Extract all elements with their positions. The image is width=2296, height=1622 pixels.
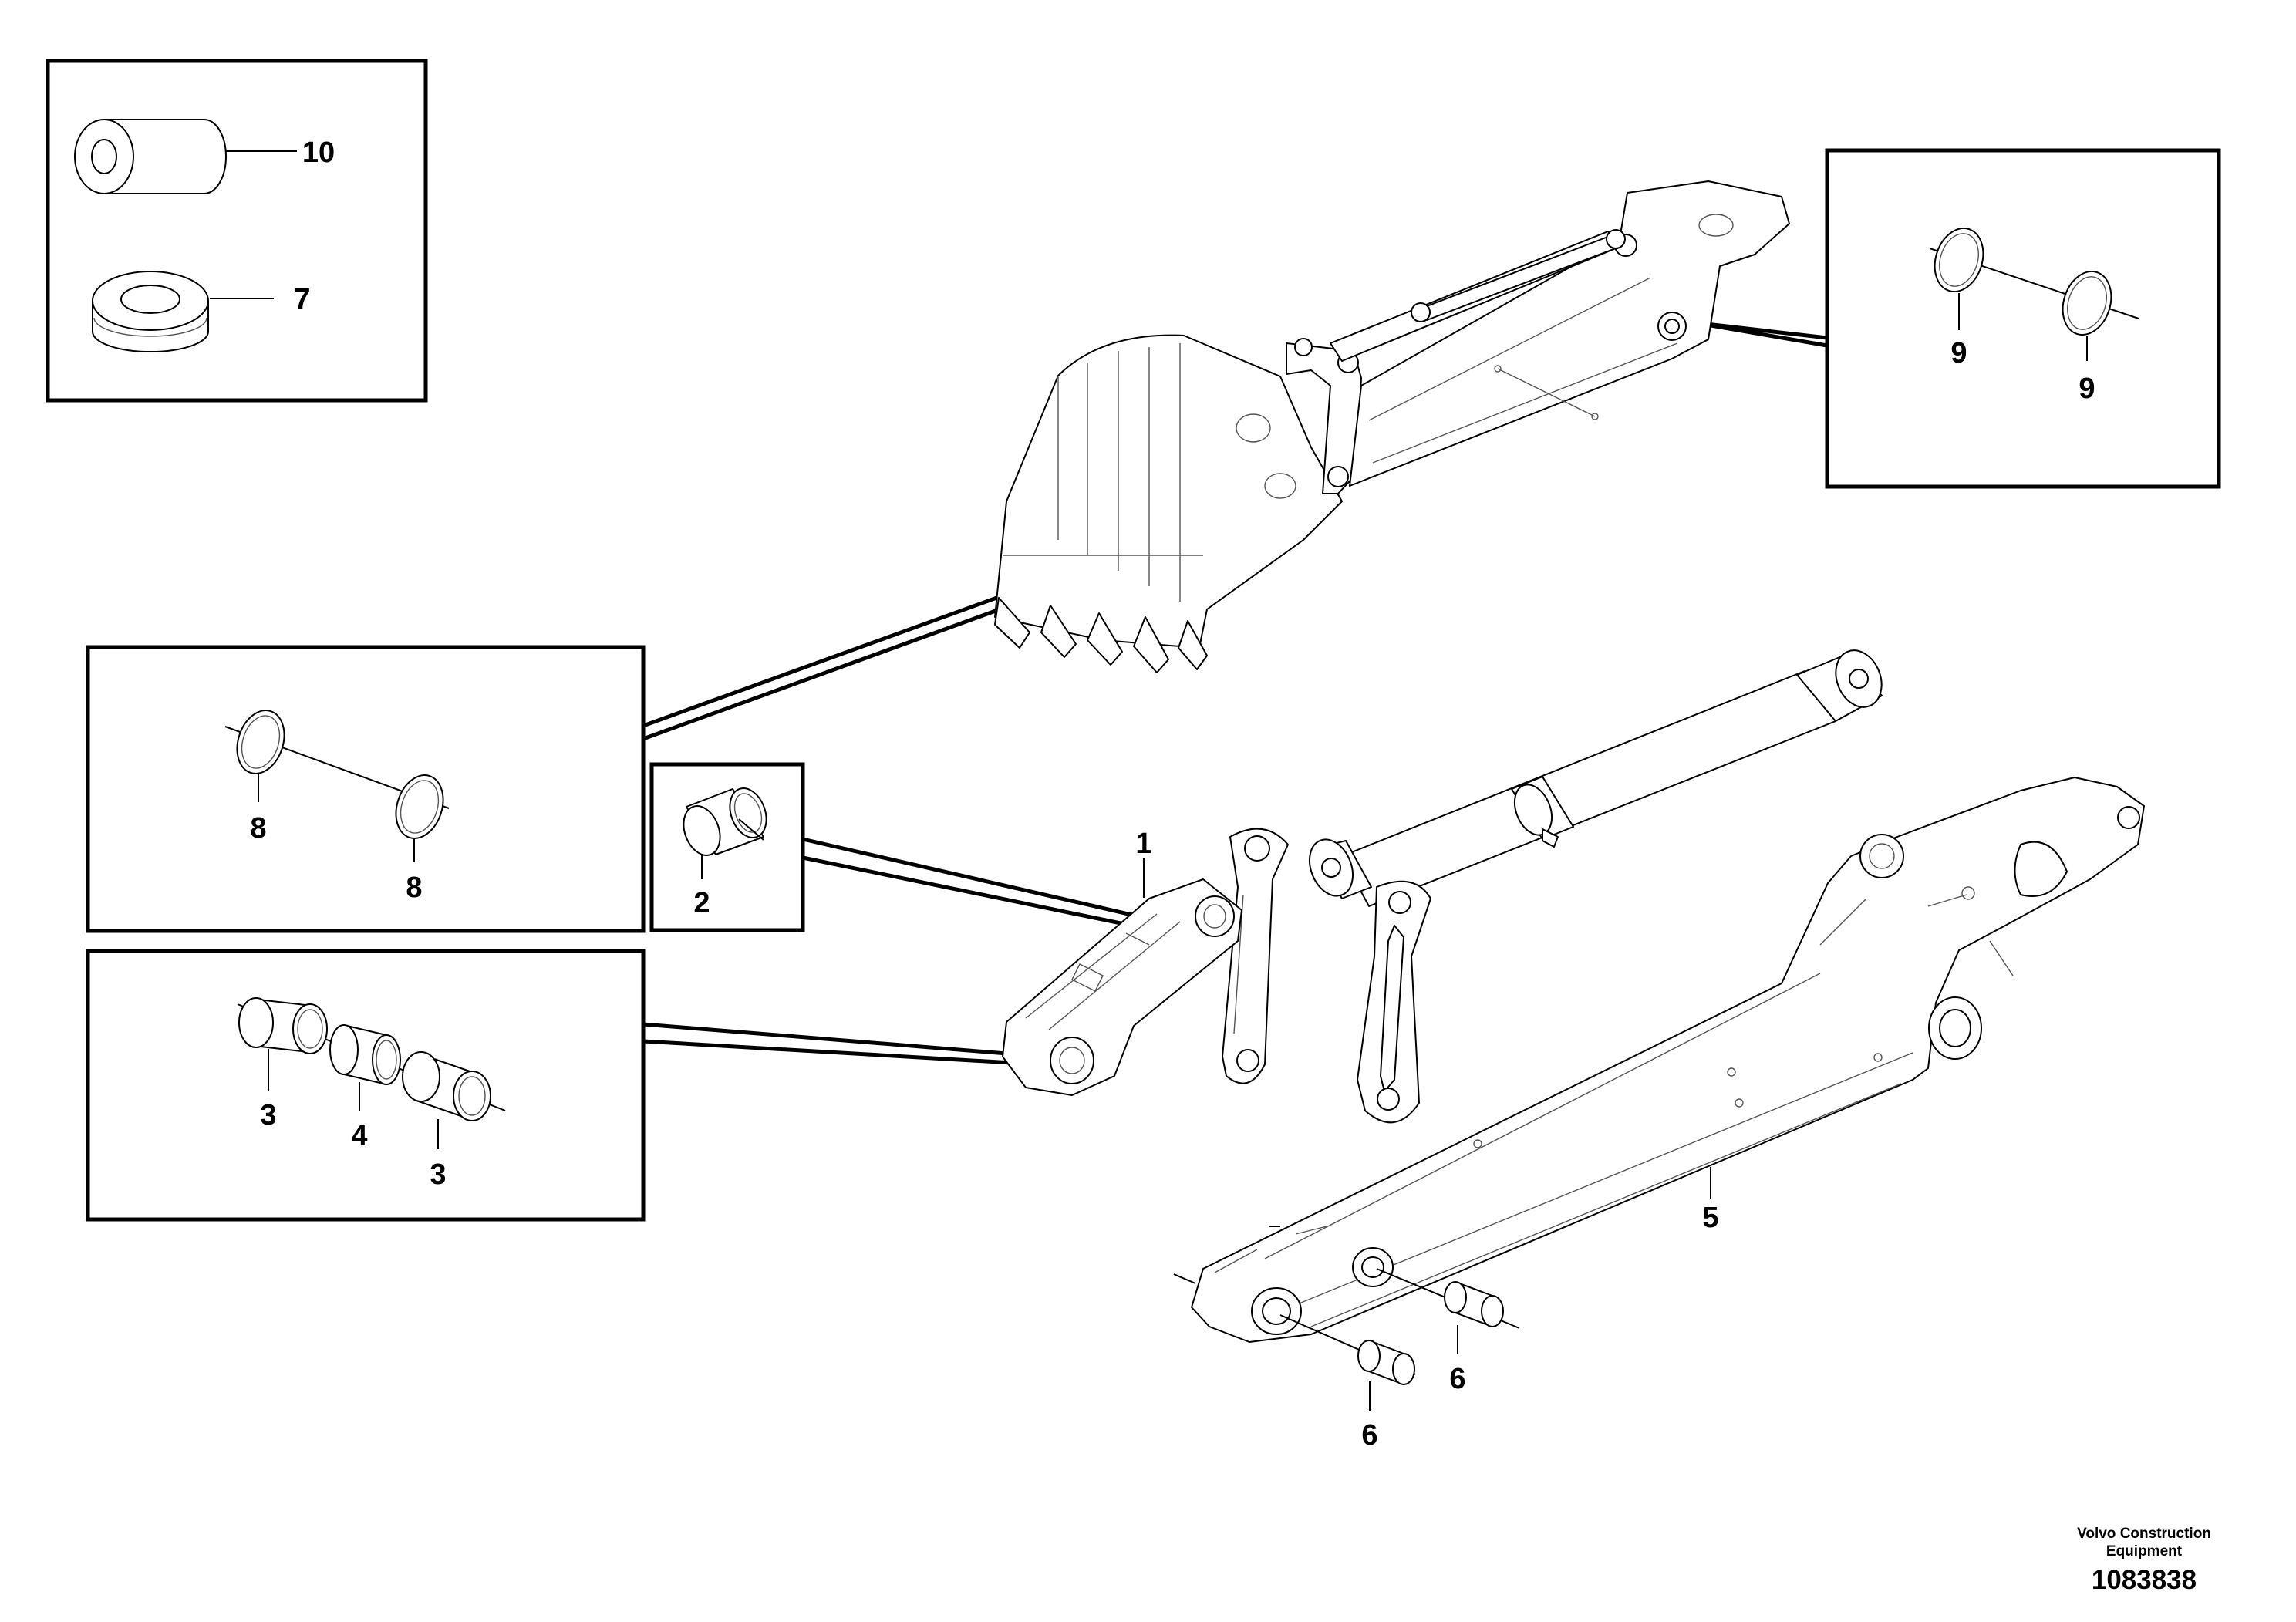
detail-connectors (642, 320, 1828, 1068)
document-number: 1083838 (2092, 1565, 2197, 1595)
callout-9-a: 9 (1950, 337, 1967, 369)
callout-10: 10 (302, 137, 335, 169)
bucket-cylinder (1330, 229, 1626, 362)
ring-part-8-b (395, 774, 444, 839)
arm-and-bucket-assembly (994, 180, 1790, 673)
company-name-line-2: Equipment (2106, 1543, 2183, 1560)
link-rods (1222, 828, 1431, 1124)
detail-box-3-4: 3 4 3 (86, 949, 646, 1222)
callout-5: 5 (1702, 1202, 1718, 1234)
detail-box-8: 8 8 (86, 645, 646, 933)
callout-6-b: 6 (1449, 1363, 1465, 1395)
company-name-line-1: Volvo Construction (2077, 1526, 2211, 1542)
seal-part-7 (92, 271, 209, 352)
boom-cylinder (1309, 649, 1883, 907)
bushing-part-3-a (238, 997, 328, 1054)
arm (1349, 180, 1790, 487)
ring-part-9-b (2062, 270, 2112, 336)
detail-box-2: 2 (649, 762, 805, 932)
boom-part-5 (1191, 777, 2145, 1343)
spacer-part-4 (329, 1024, 401, 1085)
ring-part-8-a (236, 710, 285, 774)
bushing-part-10 (74, 119, 227, 194)
callout-8-a: 8 (250, 812, 266, 845)
callout-7: 7 (294, 283, 310, 315)
bucket (994, 334, 1343, 673)
callout-3-b: 3 (430, 1158, 446, 1191)
footer: Volvo Construction Equipment 1083838 (2077, 1526, 2211, 1595)
detail-box-9: 9 9 (1825, 148, 2221, 489)
bushing-part-6-b (1376, 1268, 1520, 1329)
ring-part-9-a (1934, 227, 1984, 293)
callout-4: 4 (351, 1120, 367, 1152)
callout-3-a: 3 (260, 1099, 276, 1131)
callout-8-b: 8 (406, 872, 422, 904)
bushing-part-6-a (1279, 1314, 1416, 1385)
callout-6-a: 6 (1361, 1419, 1377, 1452)
bushing-part-2 (683, 787, 767, 856)
detail-box-10-7: 10 7 (46, 59, 428, 403)
callout-2: 2 (693, 887, 710, 919)
bushing-part-3-b (402, 1051, 491, 1121)
callout-9-b: 9 (2079, 373, 2095, 405)
connecting-rod-b (1357, 880, 1431, 1124)
connecting-rod-a (1222, 828, 1289, 1084)
callout-1: 1 (1135, 828, 1151, 860)
link-part-1 (1002, 878, 1242, 1096)
